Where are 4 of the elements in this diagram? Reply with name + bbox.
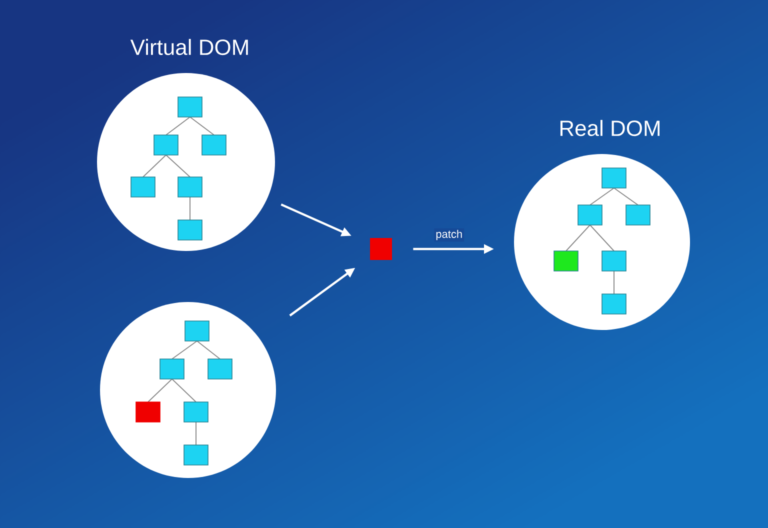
- title: Virtual DOM: [130, 38, 248, 56]
- edge-label: patch: [434, 228, 464, 242]
- title: Real DOM: [560, 120, 660, 136]
- changed-node-square: [370, 238, 392, 260]
